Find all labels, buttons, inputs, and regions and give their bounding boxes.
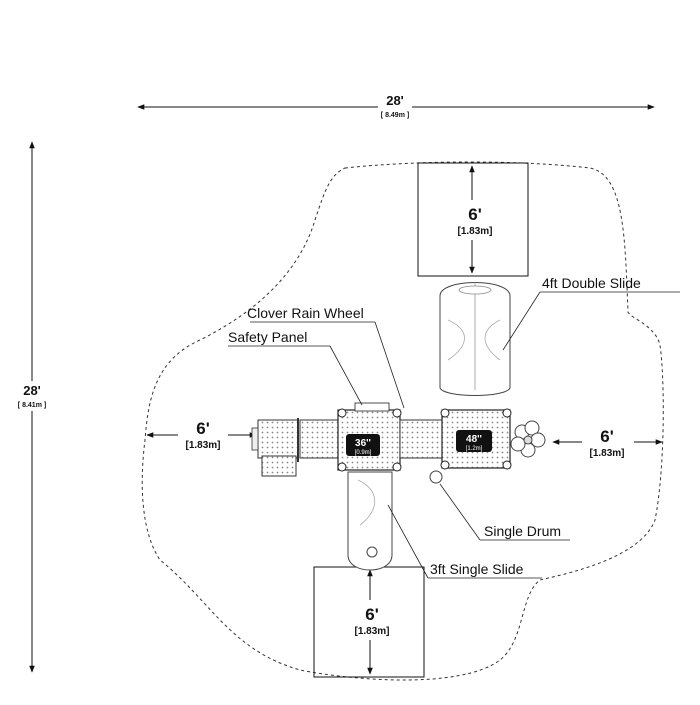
bridge-panel [399,419,443,459]
callout-rain-wheel: Clover Rain Wheel [247,305,364,321]
right-clearance-m: [1.83m] [589,448,624,459]
clover-rain-wheel [510,420,546,458]
top-clearance-ft: 6' [468,205,482,224]
left-clearance-m: [1.83m] [185,440,220,451]
deck-36: 36'' [0.9m] [337,402,402,472]
overall-depth-ft: 28' [23,383,41,398]
double-slide [439,282,511,396]
deck-36-metric: [0.9m] [355,450,372,456]
bottom-clearance-m: [1.83m] [354,626,389,637]
deck-36-height: 36'' [355,438,371,449]
top-clearance-box [417,162,529,277]
callout-double-slide: 4ft Double Slide [542,275,641,291]
single-drum [429,470,443,484]
overall-depth-m: [ 8.41m ] [18,402,46,409]
callout-single-slide: 3ft Single Slide [430,561,524,577]
callout-single-drum: Single Drum [484,523,561,539]
bottom-clearance-ft: 6' [365,605,379,624]
overall-width-m: [ 8.49m ] [381,112,409,119]
single-slide [347,471,393,571]
left-access-panels [251,418,339,477]
deck-48-metric: [1.2m] [466,446,483,452]
left-clearance-ft: 6' [196,419,210,438]
deck-48: 48'' [1.2m] [440,408,512,470]
right-clearance-ft: 6' [600,427,614,446]
deck-48-height: 48'' [466,434,482,445]
top-clearance-m: [1.83m] [457,226,492,237]
overall-width-ft: 28' [386,93,404,108]
use-zone-outline [141,161,664,681]
callout-safety-panel: Safety Panel [228,329,307,345]
